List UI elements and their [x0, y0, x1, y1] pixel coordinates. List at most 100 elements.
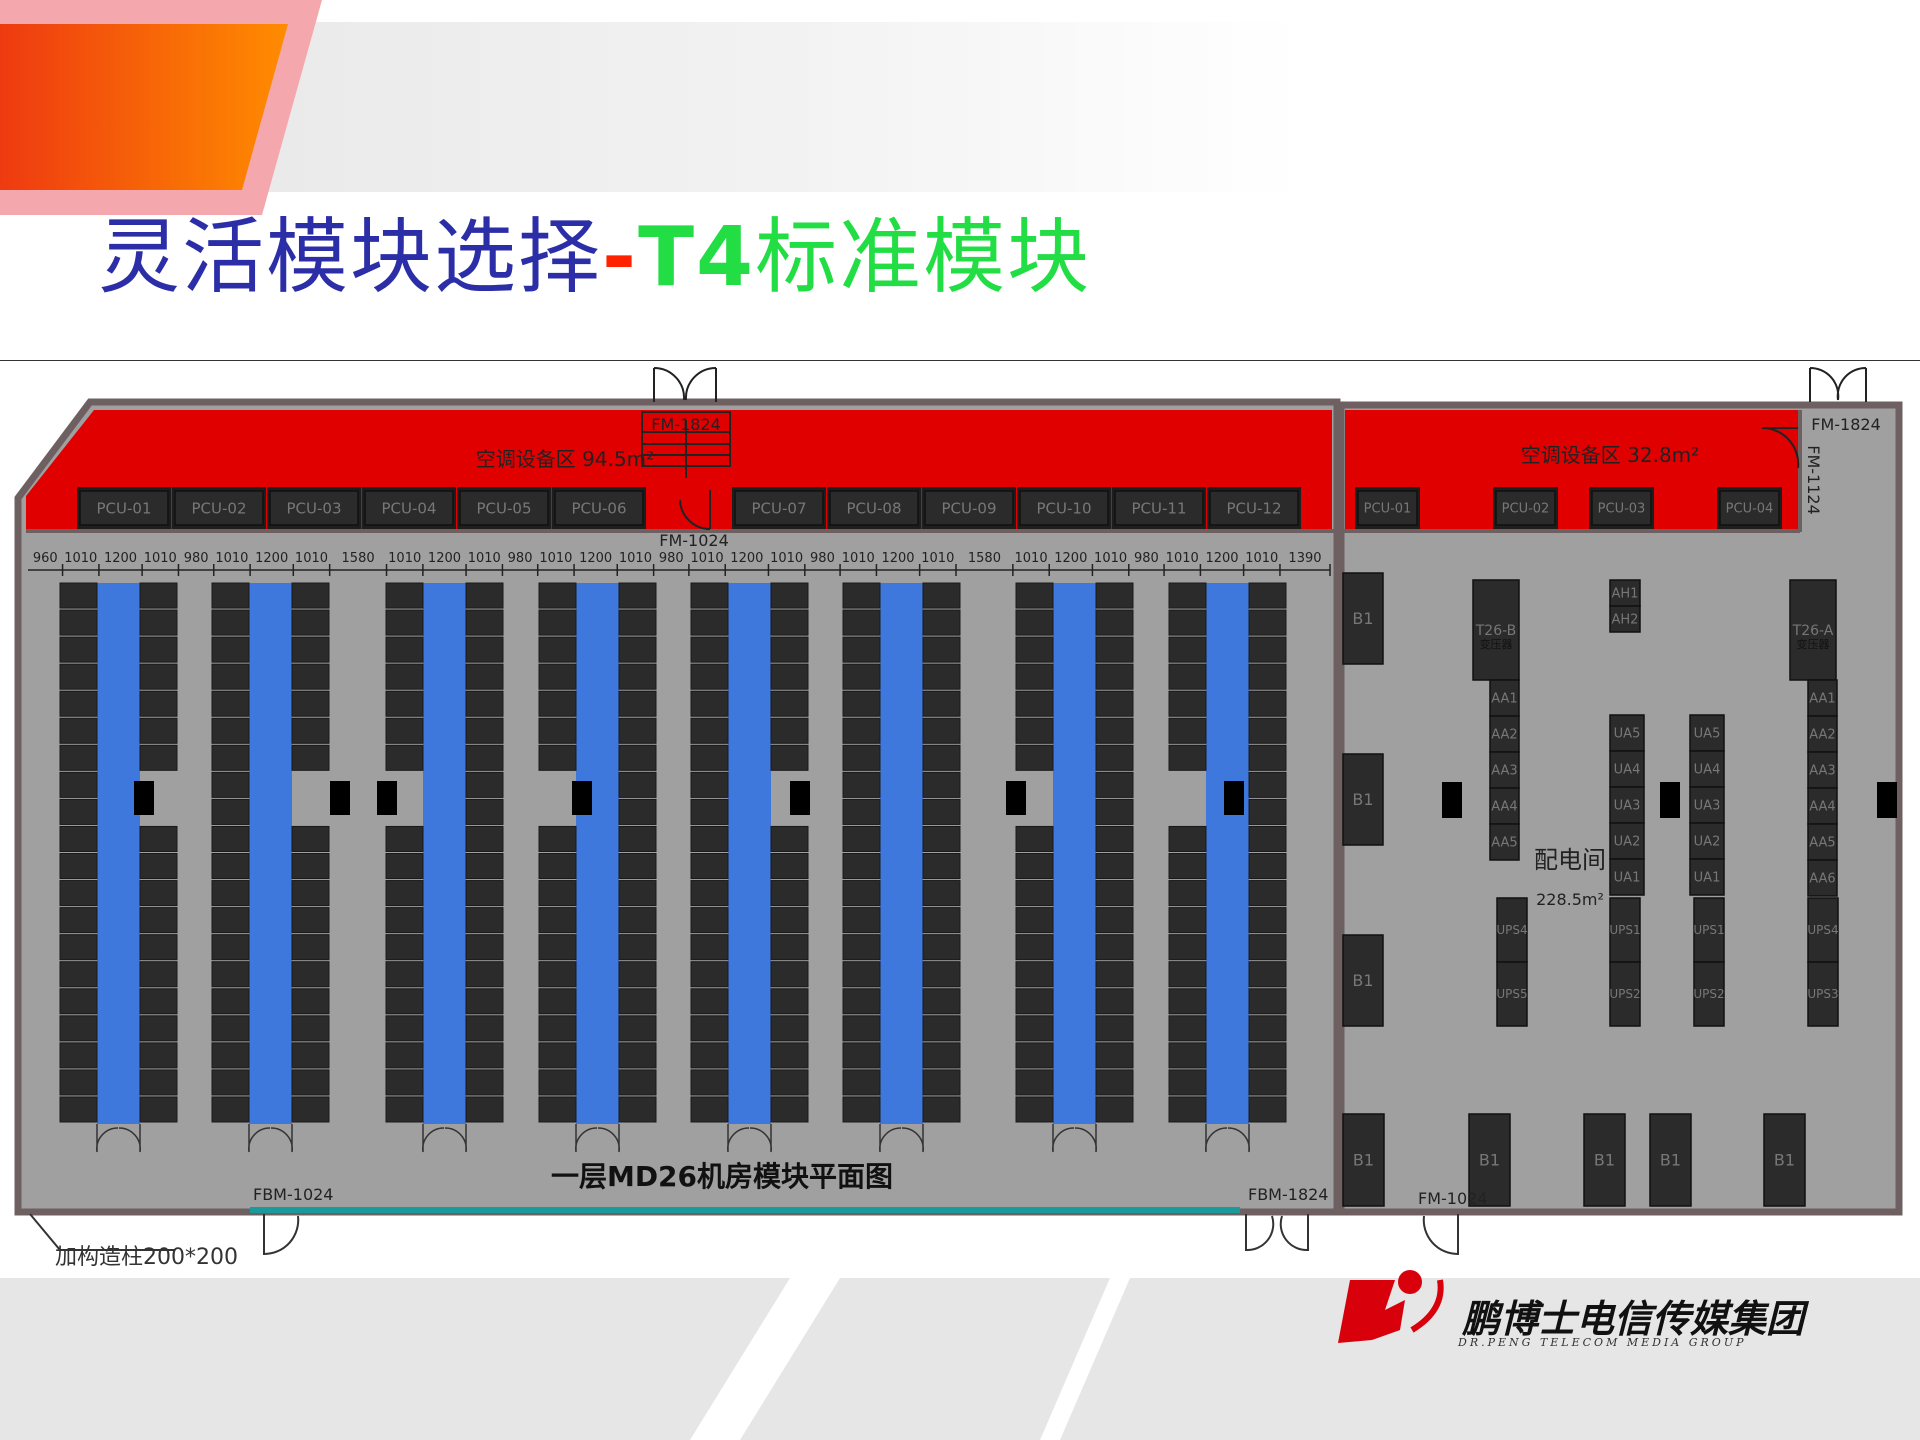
rack-unit [465, 609, 504, 636]
rack-unit [842, 582, 881, 609]
pcu-unit [269, 490, 359, 526]
rack-unit [1248, 690, 1287, 717]
rack-unit [842, 717, 881, 744]
title-text: 灵活模块选择 [98, 210, 603, 305]
rack-unit [1168, 907, 1207, 934]
door-label-top-stair: FM-1824 [651, 415, 721, 434]
rack-unit [842, 1069, 881, 1096]
rack-unit [291, 1042, 330, 1069]
b1-cabinet-label: B1 [1774, 1151, 1795, 1170]
rack-unit [465, 988, 504, 1015]
cold-aisle [880, 583, 923, 1124]
rack-unit [465, 825, 504, 853]
rack-unit [1015, 880, 1054, 907]
aa-cabinet-label: AA3 [1491, 764, 1517, 779]
structural-column [572, 781, 592, 815]
rack-unit [618, 1096, 657, 1123]
ups-cabinet [1807, 897, 1839, 963]
rack-unit [618, 880, 657, 907]
rack-unit [690, 744, 729, 771]
rack-unit [618, 717, 657, 744]
rack-unit [538, 636, 577, 663]
rack-unit [770, 690, 809, 717]
rack-unit [465, 582, 504, 609]
dimension-label: 1010 [388, 551, 421, 566]
rack-unit [618, 907, 657, 934]
rack-unit [1095, 934, 1134, 961]
rack-unit [690, 1096, 729, 1123]
structural-column [377, 781, 397, 815]
aisle-door [1052, 1124, 1097, 1153]
ua-cabinet [1689, 858, 1725, 896]
rack-unit [618, 825, 657, 853]
structural-column [1006, 781, 1026, 815]
rack-unit [465, 690, 504, 717]
dimension-label: 1010 [215, 551, 248, 566]
rack-unit [690, 907, 729, 934]
rack-unit [1248, 907, 1287, 934]
power-room-name: 配电间 [1534, 846, 1606, 874]
pcu-unit-label: PCU-05 [477, 499, 532, 517]
rack-unit [385, 690, 424, 717]
pcu-unit-label: PCU-12 [1227, 499, 1282, 517]
structural-column [1877, 782, 1897, 818]
dimension-label: 1010 [539, 551, 572, 566]
rack-unit [211, 717, 250, 744]
rack-unit [291, 907, 330, 934]
ups-cabinet [1496, 897, 1528, 963]
rack-unit [211, 1096, 250, 1123]
aa-cabinet [1489, 751, 1520, 789]
rack-unit [1015, 961, 1054, 988]
rack-unit [139, 744, 178, 771]
rack-unit [139, 1069, 178, 1096]
rack-unit [211, 853, 250, 880]
aa-cabinet [1807, 859, 1838, 897]
b1-cabinet-label: B1 [1352, 971, 1373, 990]
rack-unit [291, 582, 330, 609]
rack-unit [1248, 961, 1287, 988]
transformer-t26b-label: T26-B [1475, 623, 1517, 639]
rack-unit [770, 1096, 809, 1123]
rack-unit [1168, 853, 1207, 880]
dimension-label: 1580 [968, 551, 1001, 566]
aa-cabinet [1807, 751, 1838, 789]
structural-column [1660, 782, 1680, 818]
b1-cabinet [1342, 934, 1384, 1027]
aa-cabinet-label: AA1 [1491, 692, 1517, 707]
rack-unit [211, 636, 250, 663]
aa-cabinet [1489, 823, 1520, 861]
ups-cabinet [1609, 897, 1641, 963]
pcu-unit [829, 490, 919, 526]
rack-unit [618, 934, 657, 961]
rack-unit [1095, 798, 1134, 825]
b1-cabinet-label: B1 [1352, 790, 1373, 809]
rack-unit [1168, 636, 1207, 663]
rack-unit [922, 609, 961, 636]
rack-module [59, 582, 178, 1153]
rack-unit [842, 1042, 881, 1069]
dimension-label: 1010 [770, 551, 803, 566]
rack-unit [922, 907, 961, 934]
rack-unit [842, 744, 881, 771]
rack-unit [1168, 744, 1207, 771]
rack-unit [842, 880, 881, 907]
rack-unit [465, 907, 504, 934]
rack-unit [139, 907, 178, 934]
pcu-unit [174, 490, 264, 526]
rack-unit [465, 1069, 504, 1096]
rack-unit [59, 609, 98, 636]
rack-unit [842, 988, 881, 1015]
cold-aisle [576, 583, 619, 1124]
rack-unit [1095, 880, 1134, 907]
rack-unit [1168, 1015, 1207, 1042]
rack-unit [770, 744, 809, 771]
rack-unit [465, 1096, 504, 1123]
rack-unit [385, 1069, 424, 1096]
dimension-label: 1010 [64, 551, 97, 566]
rack-unit [1015, 1069, 1054, 1096]
rack-unit [538, 609, 577, 636]
rack-unit [139, 717, 178, 744]
structural-column [134, 781, 154, 815]
